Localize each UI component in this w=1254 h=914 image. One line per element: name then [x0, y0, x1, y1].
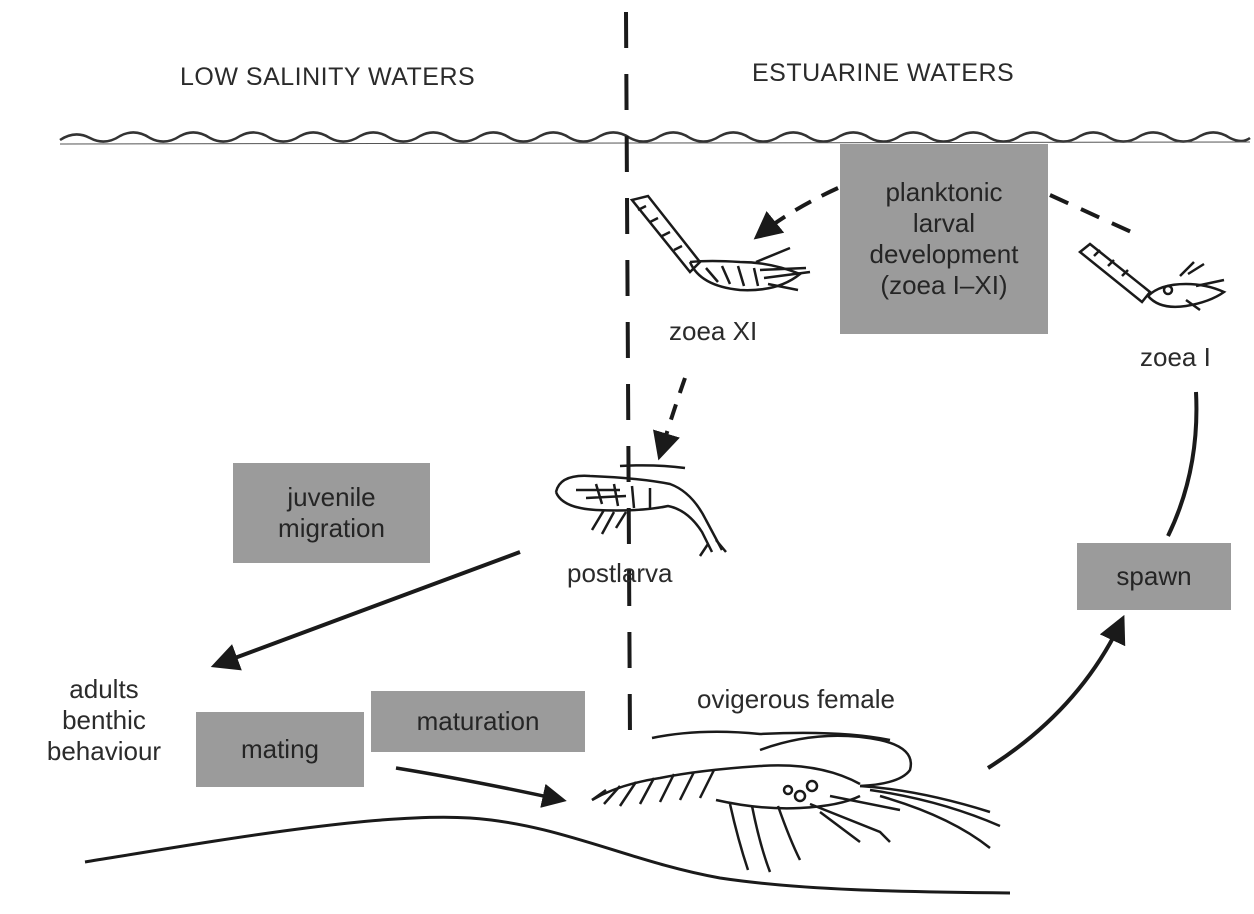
planktonic-line-2: larval	[870, 208, 1019, 239]
zoea-i-label: zoea I	[1140, 342, 1211, 373]
arrow-to-postlarva	[660, 378, 685, 455]
salinity-divider-line	[626, 12, 630, 740]
juvenile-line-1: juvenile	[278, 482, 385, 513]
arrow-to-zoea-xi	[758, 188, 838, 236]
spawn-label: spawn	[1116, 561, 1191, 592]
dashed-line-to-zoea-i	[1050, 195, 1140, 236]
postlarva-label: postlarva	[567, 558, 673, 589]
adults-line-2: benthic	[34, 705, 174, 736]
mating-label: mating	[241, 734, 319, 765]
planktonic-line-1: planktonic	[870, 177, 1019, 208]
arrow-to-spawn	[988, 620, 1122, 768]
adults-benthic-label: adults benthic behaviour	[34, 674, 174, 767]
planktonic-line-4: (zoea I–XI)	[870, 270, 1019, 301]
zoea-i-illustration	[1080, 244, 1224, 310]
juvenile-migration-box: juvenile migration	[233, 463, 430, 563]
maturation-box: maturation	[371, 691, 585, 752]
line-spawn-to-zoea-i	[1168, 392, 1196, 536]
adults-line-3: behaviour	[34, 736, 174, 767]
zoea-xi-illustration	[632, 196, 810, 290]
juvenile-line-2: migration	[278, 513, 385, 544]
maturation-label: maturation	[417, 706, 540, 737]
spawn-box: spawn	[1077, 543, 1231, 610]
zoea-xi-label: zoea XI	[669, 316, 757, 347]
arrow-juvenile-migration	[216, 552, 520, 665]
adults-line-1: adults	[34, 674, 174, 705]
planktonic-development-box: planktonic larval development (zoea I–XI…	[840, 144, 1048, 334]
postlarva-illustration	[556, 465, 726, 556]
water-surface-line	[60, 132, 1250, 141]
mating-box: mating	[196, 712, 364, 787]
arrow-to-female	[396, 768, 562, 800]
low-salinity-heading: LOW SALINITY WATERS	[180, 62, 475, 93]
estuarine-heading: ESTUARINE WATERS	[752, 58, 1014, 89]
ovigerous-female-label: ovigerous female	[697, 684, 895, 715]
planktonic-line-3: development	[870, 239, 1019, 270]
ovigerous-female-illustration	[592, 732, 1000, 872]
